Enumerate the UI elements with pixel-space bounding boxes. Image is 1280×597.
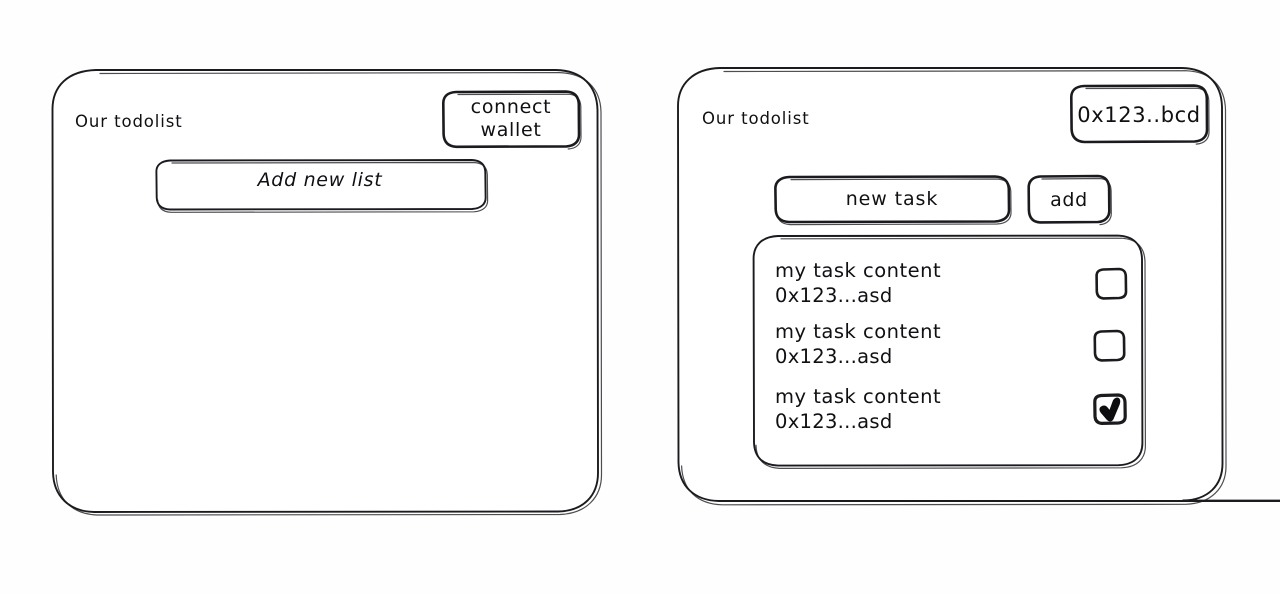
connect-wallet-label-line1: connect: [471, 96, 552, 118]
new-task-input[interactable]: new task: [774, 175, 1012, 226]
todolist-disconnected-screen: Our todolist connect wallet Add new list: [51, 69, 603, 516]
wallet-address-label: 0x123..bcd: [1077, 103, 1200, 127]
task-list-item[interactable]: my task content 0x123...asd: [775, 385, 1127, 433]
task-checkbox-1[interactable]: [1095, 267, 1128, 300]
add-new-list-label: Add new list: [256, 169, 384, 191]
new-task-input-value: new task: [846, 188, 939, 210]
task-checkbox-3[interactable]: [1093, 393, 1127, 425]
add-task-label: add: [1050, 189, 1088, 211]
task-checkbox-2[interactable]: [1093, 329, 1126, 362]
task-address: 0x123...asd: [775, 410, 893, 433]
add-task-button[interactable]: add: [1027, 174, 1112, 226]
check-icon: [1099, 397, 1121, 422]
task-list-item[interactable]: my task content 0x123...asd: [775, 259, 1128, 307]
task-address: 0x123...asd: [775, 345, 893, 368]
task-list-card: my task content 0x123...asd my task cont…: [752, 234, 1147, 469]
add-new-list-button[interactable]: Add new list: [155, 159, 489, 213]
page-title-right: Our todolist: [702, 109, 810, 128]
connect-wallet-label-line2: wallet: [480, 119, 541, 141]
connect-wallet-button[interactable]: connect wallet: [442, 90, 582, 150]
task-list-item[interactable]: my task content 0x123...asd: [775, 320, 1126, 368]
todolist-connected-screen: Our todolist 0x123..bcd new task add: [677, 67, 1280, 506]
task-content: my task content: [775, 259, 941, 282]
task-content: my task content: [775, 385, 941, 408]
wallet-address-badge[interactable]: 0x123..bcd: [1070, 84, 1210, 145]
task-content: my task content: [775, 320, 941, 343]
task-address: 0x123...asd: [775, 284, 893, 307]
page-title-left: Our todolist: [75, 112, 183, 131]
